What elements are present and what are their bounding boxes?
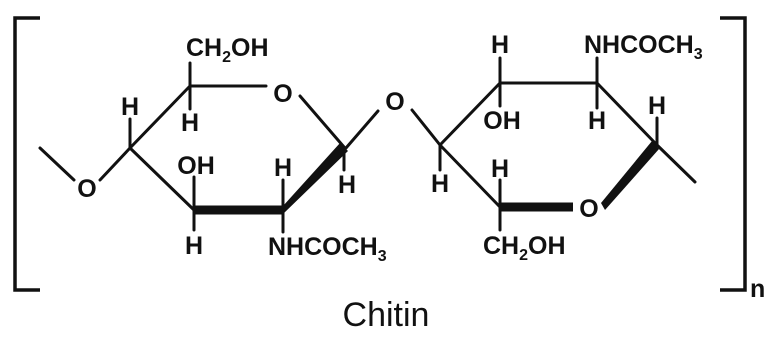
ring1-oxygen-label: O bbox=[273, 80, 292, 108]
ring1-h-c2-label: H bbox=[274, 154, 292, 182]
right-bracket bbox=[720, 16, 747, 292]
left-chain-bond bbox=[38, 146, 76, 182]
ring1-c4-c5-bond bbox=[128, 84, 192, 150]
ring1-c4-c3-bond bbox=[128, 146, 196, 212]
glycosidic-bond-left bbox=[344, 109, 380, 150]
ring2-oxygen-label: O bbox=[579, 195, 598, 223]
ring2-c1-c6-bond bbox=[438, 143, 502, 209]
ring1-c6-group-label: CH2OH bbox=[186, 34, 269, 66]
repeat-subscript-n: n bbox=[750, 275, 765, 303]
glycosidic-oxygen-label: O bbox=[385, 88, 404, 116]
right-chain-bond bbox=[655, 143, 697, 184]
ring1-oh-c3-label: OH bbox=[177, 152, 215, 180]
ring1-c2-c1-wedge bbox=[283, 143, 348, 214]
ring2-h-c4-label: H bbox=[648, 92, 666, 120]
ring2-c3-c4-bond bbox=[595, 81, 659, 147]
ring2-h-c6-label: H bbox=[491, 155, 509, 183]
ring1-nhcoch3-label: NHCOCH3 bbox=[268, 233, 387, 265]
ring1-o-c1-bond bbox=[298, 94, 346, 149]
glycosidic-bond-right bbox=[410, 108, 442, 147]
left-oxygen-label: O bbox=[77, 175, 96, 203]
ring2-oh-label: OH bbox=[483, 107, 521, 135]
molecule-name-title: Chitin bbox=[343, 296, 430, 334]
ring2-o-c4-wedge bbox=[601, 141, 659, 210]
ring1-h-c1-label: H bbox=[338, 171, 356, 199]
ring2-nhcoch3-label: NHCOCH3 bbox=[584, 31, 703, 63]
ring1-h-c5-label: H bbox=[181, 109, 199, 137]
ring1-h-c4-label: H bbox=[121, 93, 139, 121]
ring2-h-c3-label: H bbox=[588, 107, 606, 135]
left-oxygen-c4-bond bbox=[98, 146, 132, 182]
ring2-c1-c2-bond bbox=[438, 81, 502, 147]
ring2-h-c1-label: H bbox=[431, 170, 449, 198]
left-bracket bbox=[13, 16, 40, 292]
ring2-ch2oh-label: CH2OH bbox=[483, 232, 566, 264]
ring1-h-c3-label: H bbox=[185, 232, 203, 260]
ring2-h-top-label: H bbox=[491, 31, 509, 59]
